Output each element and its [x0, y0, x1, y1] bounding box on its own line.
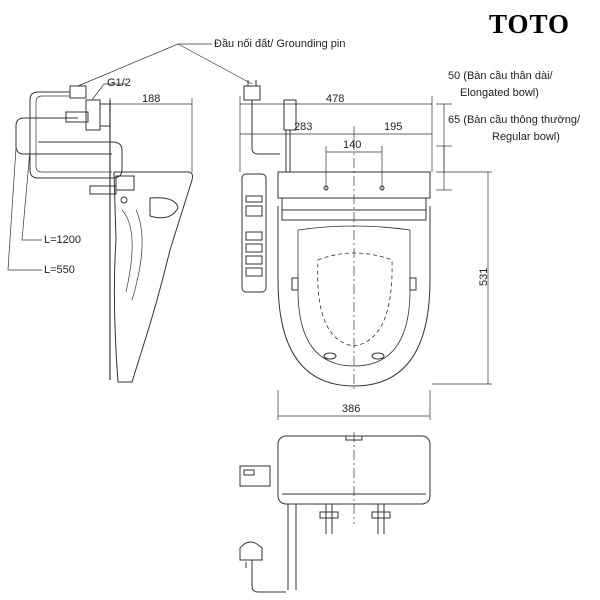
- water-hose-short: [15, 117, 112, 155]
- water-valve: [69, 85, 87, 99]
- water-hose-long: [29, 91, 123, 179]
- grounding-plug: [239, 541, 263, 561]
- dimension-right-offset: 195: [384, 121, 403, 133]
- grounding-pin-label: Đầu nối đất/ Grounding pin: [214, 38, 346, 50]
- remote-control: [241, 173, 267, 293]
- dimension-seat-length: 531: [478, 267, 490, 286]
- elongated-bowl-label-line2: Elongated bowl): [460, 87, 539, 99]
- dimension-left-offset: 283: [294, 121, 313, 133]
- regular-bowl-label-line1: 65 (Bàn cầu thông thường/: [448, 114, 580, 126]
- hose-long-label: L=1200: [44, 234, 82, 246]
- thread-size-label: G1/2: [107, 77, 131, 89]
- regular-bowl-label-line2: Regular bowl): [492, 131, 560, 143]
- seat-side-profile: [113, 171, 193, 383]
- front-view: [239, 432, 431, 593]
- seat-outline: [277, 206, 431, 387]
- dimension-seat-width: 386: [342, 403, 361, 415]
- dimension-hole-spacing: 140: [343, 139, 362, 151]
- hose-short-label: L=550: [44, 264, 75, 276]
- dimension-total-width: 478: [326, 93, 345, 105]
- dimension-side-depth: 188: [142, 93, 161, 105]
- toto-logo: TOTO: [489, 9, 571, 39]
- top-view: [239, 80, 492, 420]
- grounding-pin: [243, 85, 261, 101]
- elongated-bowl-label-line1: 50 (Bàn cầu thân dài/: [448, 70, 553, 82]
- side-view: [7, 43, 253, 383]
